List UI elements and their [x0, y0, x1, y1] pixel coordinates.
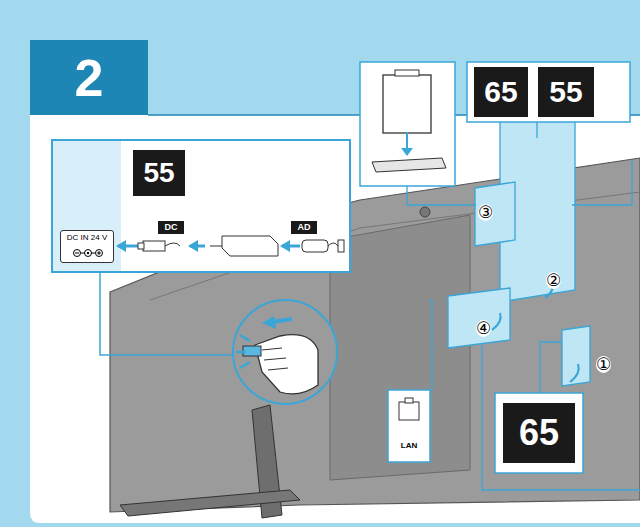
node-text: DC IN 24 V	[67, 234, 107, 242]
hand-fingers	[262, 348, 288, 370]
size-badge: 55	[133, 150, 185, 196]
click-marks	[236, 335, 250, 368]
polarity-symbol	[73, 248, 103, 258]
magnifier	[233, 300, 337, 404]
node-text: 65	[519, 415, 559, 451]
size-frame	[467, 62, 630, 122]
cover-panel	[562, 326, 590, 386]
cable-tag: DC	[158, 221, 184, 234]
push-arrow-head	[262, 316, 276, 329]
node-text: DC	[165, 223, 178, 232]
port-label: LAN	[392, 438, 426, 454]
leader-line	[572, 160, 632, 205]
leader-line	[407, 186, 476, 205]
card-inset	[360, 62, 455, 186]
screw	[420, 207, 430, 217]
size-frame	[495, 393, 583, 473]
push-arrow	[272, 319, 292, 322]
power-inset	[52, 140, 350, 272]
power-cable	[116, 236, 344, 256]
lift-arrow	[492, 313, 501, 330]
size-badge: 65	[474, 67, 528, 117]
node-text: 2	[75, 52, 104, 104]
leader-line	[536, 122, 537, 138]
inset-strip	[53, 141, 121, 271]
cam-card-tab	[395, 70, 419, 76]
leader-line	[100, 272, 233, 355]
cover-panel	[448, 288, 510, 348]
node-text: 55	[143, 159, 174, 187]
lan-port	[399, 402, 419, 420]
leader-line	[482, 345, 640, 490]
node-text: 55	[549, 77, 582, 107]
callout-number: ①	[596, 356, 611, 373]
insert-arrow	[406, 132, 408, 150]
insert-arrow-head	[401, 148, 413, 156]
card-slot	[372, 158, 446, 172]
stand-base	[120, 490, 300, 516]
cam-card	[383, 75, 431, 133]
node-text: LAN	[401, 442, 417, 450]
leader-line	[430, 300, 432, 390]
callout-number: ④	[476, 320, 491, 337]
lift-arrow	[570, 364, 579, 382]
cable-tag: AD	[291, 221, 317, 234]
lan-port-tab	[405, 398, 413, 403]
callout-number: ③	[478, 204, 493, 221]
dc-jack-label: DC IN 24 V	[60, 230, 114, 263]
node-text: AD	[298, 223, 311, 232]
callout-number: ②	[546, 272, 561, 289]
step-tab: 2	[30, 40, 148, 115]
cover-panel	[475, 182, 515, 246]
hand	[255, 335, 318, 394]
lan-inset	[388, 390, 430, 462]
leader-line	[540, 342, 562, 393]
size-badge: 55	[538, 67, 594, 117]
node-text: 65	[484, 77, 517, 107]
size-badge: 65	[503, 403, 575, 463]
